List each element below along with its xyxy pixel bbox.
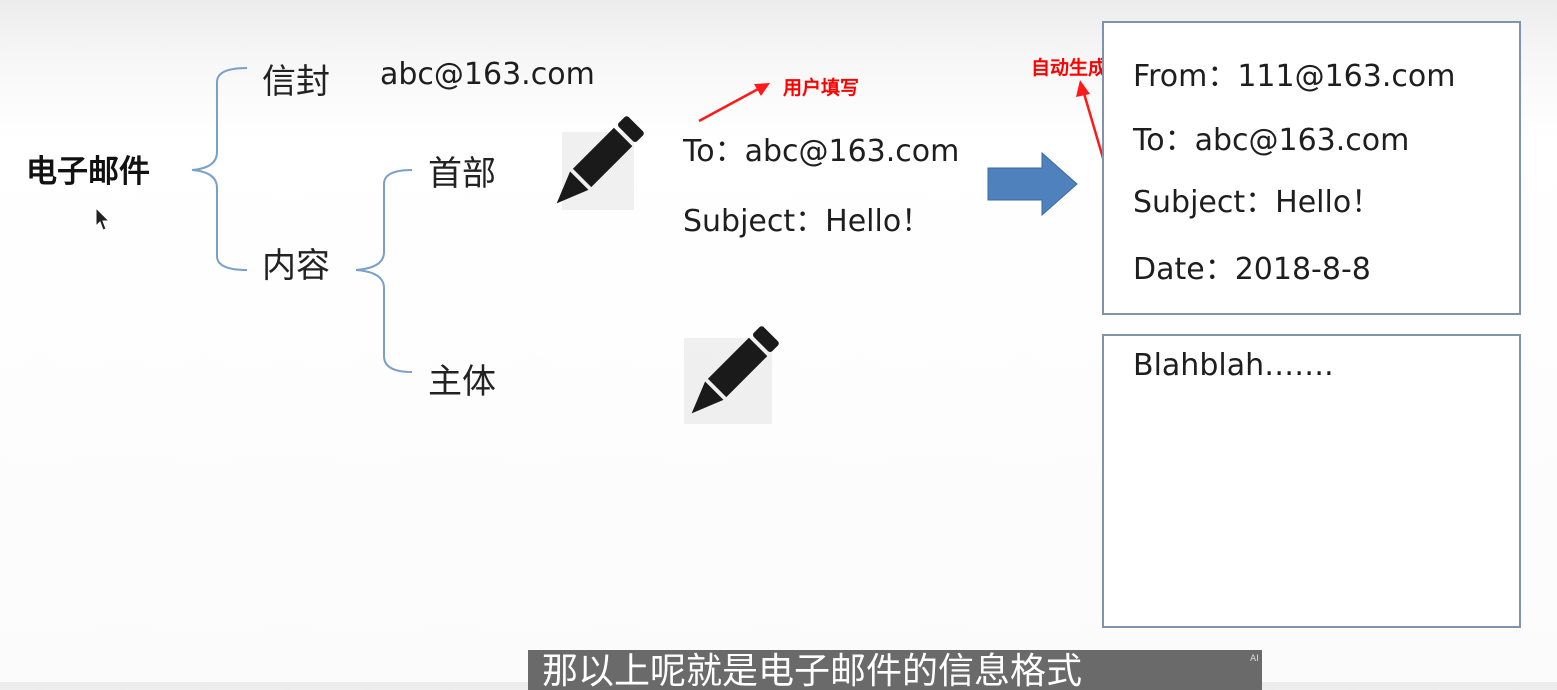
body-text: Blahblah……. [1133,348,1334,383]
email-body-box: Blahblah……. [1102,334,1521,628]
content-label: 内容 [262,246,330,286]
email-header-box: From：111@163.com To：abc@163.com Subject：… [1102,21,1521,315]
user-fill-arrow [698,83,770,123]
to-line: To：abc@163.com [1133,123,1410,158]
user-subject-line: Subject：Hello！ [683,204,932,239]
user-to-line: To：abc@163.com [683,134,960,169]
content-bracket [355,169,413,373]
auto-gen-note: 自动生成 [1031,57,1108,79]
subject-line: Subject：Hello！ [1133,185,1382,220]
date-line: Date：2018-8-8 [1133,252,1371,287]
envelope-value: abc@163.com [380,57,595,92]
body-label: 主体 [428,362,496,402]
user-fill-note: 用户填写 [783,77,860,99]
pencil-icon [556,116,644,210]
block-arrow [987,151,1078,217]
from-line: From：111@163.com [1133,59,1456,94]
ai-badge: AI [1250,654,1259,664]
header-label: 首部 [428,154,496,194]
root-label: 电子邮件 [26,154,150,190]
envelope-label: 信封 [262,62,330,102]
root-bracket [191,67,248,271]
pencil-icon [684,326,779,424]
mouse-cursor-icon [95,206,111,231]
subtitle-caption: 那以上呢就是电子邮件的信息格式 [528,650,1262,690]
